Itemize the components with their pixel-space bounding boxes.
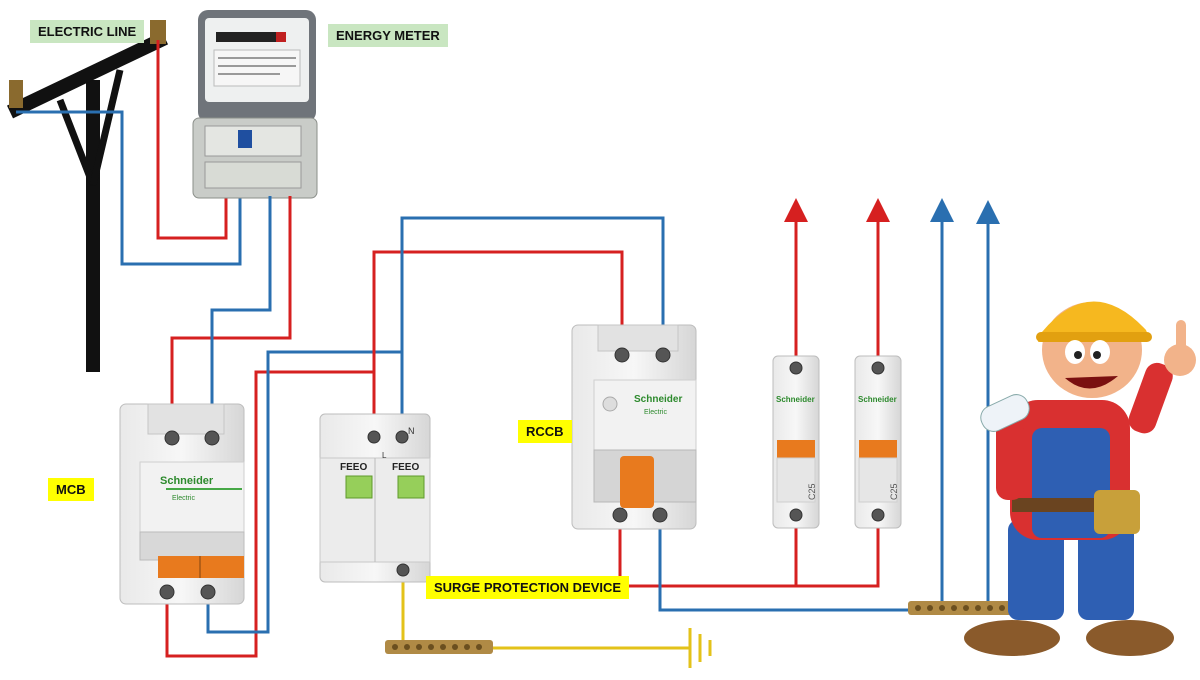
spd-terminal-n: N xyxy=(408,426,415,436)
energy-meter-label: ENERGY METER xyxy=(328,24,448,47)
energy-meter-icon xyxy=(192,10,318,199)
rccb-device-icon xyxy=(571,324,697,530)
mcb-output-wires xyxy=(165,216,665,658)
breaker-2-rating: C25 xyxy=(889,483,899,500)
earth-symbol-icon xyxy=(688,628,712,668)
mcb-device-icon xyxy=(119,403,245,605)
rccb-brand-sub-text: Electric xyxy=(644,409,667,416)
earth-wiring xyxy=(401,570,690,650)
breaker-1-rating: C25 xyxy=(807,483,817,500)
earth-busbar-icon xyxy=(385,640,493,654)
branch-breaker-1-icon xyxy=(772,355,820,529)
breaker-1-brand: Schneider xyxy=(776,395,815,404)
neutral-busbar-icon xyxy=(908,601,1016,615)
electrician-mascot-icon xyxy=(964,301,1196,656)
meter-to-mcb-wires xyxy=(170,196,292,438)
rccb-brand-text: Schneider xyxy=(634,394,682,405)
spd-brand-left: FEEO xyxy=(340,462,367,473)
surge-protection-device-icon xyxy=(319,413,431,583)
electric-line-label: ELECTRIC LINE xyxy=(30,20,145,43)
pole-to-meter-wires xyxy=(16,40,242,266)
spd-brand-right: FEEO xyxy=(392,462,419,473)
breaker-2-brand: Schneider xyxy=(858,395,897,404)
surge-protection-device-label: SURGE PROTECTION DEVICE xyxy=(426,576,630,599)
mcb-brand-sub-text: Electric xyxy=(172,495,195,502)
branch-breaker-2-icon xyxy=(854,355,902,529)
electric-pole-icon xyxy=(6,20,169,372)
spd-terminal-l: L xyxy=(382,451,387,460)
mcb-label: MCB xyxy=(48,478,94,501)
rccb-label: RCCB xyxy=(518,420,572,443)
mcb-brand-text: Schneider xyxy=(160,475,214,487)
